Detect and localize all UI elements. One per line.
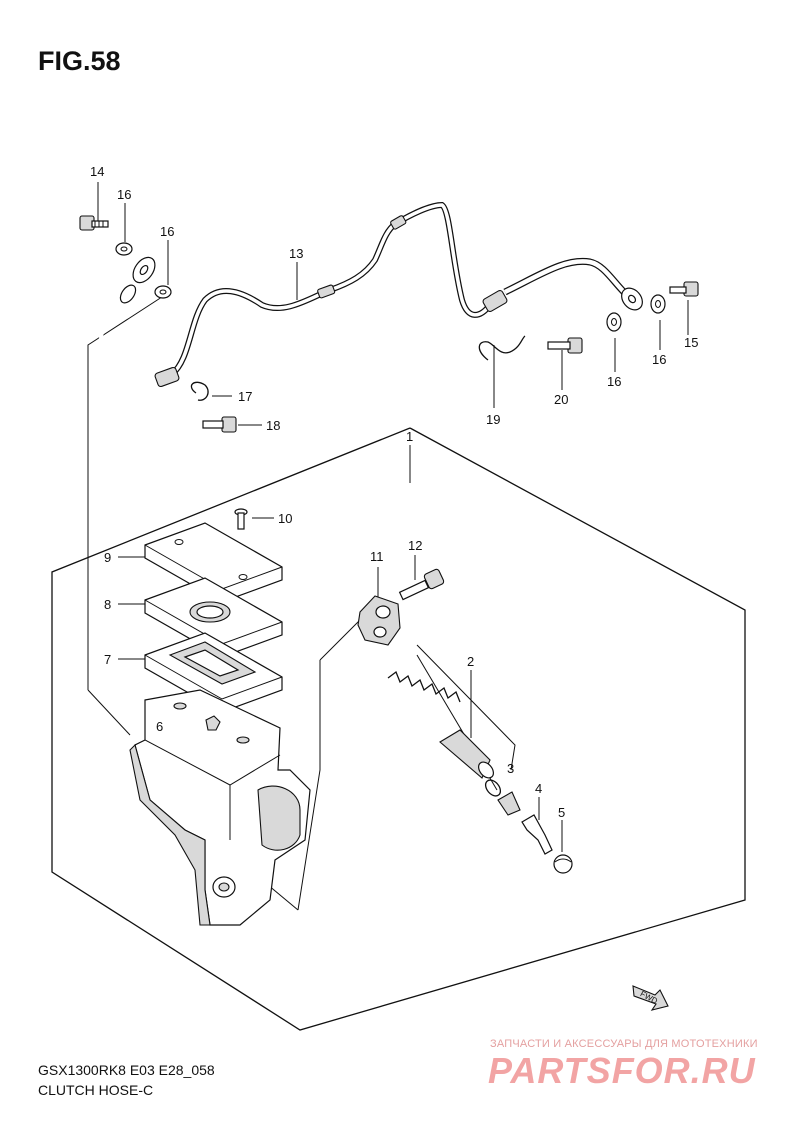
callout-2: 2 (467, 654, 474, 669)
washers-16 (115, 242, 666, 332)
banjo-bolt-14 (79, 215, 109, 231)
push-rod-4 (521, 814, 553, 855)
master-cylinder-body (129, 689, 311, 926)
push-rod-boot (497, 791, 521, 816)
callout-12: 12 (408, 538, 422, 553)
leader-lines (87, 182, 689, 911)
bracket-11 (357, 595, 401, 646)
assembly-outline (51, 427, 746, 1031)
callout-16-a: 16 (117, 187, 131, 202)
callout-18: 18 (266, 418, 280, 433)
clutch-hose-13 (96, 201, 643, 398)
spring (387, 670, 461, 703)
callout-8: 8 (104, 597, 111, 612)
callout-15: 15 (684, 335, 698, 350)
callout-20: 20 (554, 392, 568, 407)
callout-7: 7 (104, 652, 111, 667)
callout-19: 19 (486, 412, 500, 427)
fwd-arrow: FWD (632, 985, 669, 1011)
screw-6 (205, 715, 221, 731)
callout-10: 10 (278, 511, 292, 526)
callout-16-d: 16 (607, 374, 621, 389)
watermark-caption: ЗАПЧАСТИ И АКСЕССУАРЫ ДЛЯ МОТОТЕХНИКИ (490, 1038, 758, 1050)
callout-11: 11 (370, 549, 384, 564)
callout-3: 3 (507, 761, 514, 776)
circlip-3 (484, 779, 502, 797)
clamp-17 (190, 381, 209, 401)
piston-2 (439, 729, 494, 779)
bolt-20 (547, 337, 583, 354)
model-code: GSX1300RK8 E03 E28_058 (38, 1062, 215, 1078)
watermark-logo: PARTSFOR.RU (488, 1050, 756, 1091)
callout-16-b: 16 (160, 224, 174, 239)
clamp-19 (478, 335, 526, 361)
callout-17: 17 (238, 389, 252, 404)
cap-5 (553, 854, 573, 874)
callout-5: 5 (558, 805, 565, 820)
screw-10 (234, 508, 248, 530)
callout-16-c: 16 (652, 352, 666, 367)
callout-13: 13 (289, 246, 303, 261)
banjo-bolt-15 (669, 281, 699, 297)
reservoir-cap-9 (144, 522, 283, 603)
bolt-12 (398, 568, 445, 601)
callout-9: 9 (104, 550, 111, 565)
diaphragm-plate-8 (144, 577, 283, 658)
callout-4: 4 (535, 781, 542, 796)
callout-1: 1 (406, 429, 413, 444)
callout-14: 14 (90, 164, 104, 179)
section-name: CLUTCH HOSE-C (38, 1082, 154, 1098)
bolt-18 (202, 416, 237, 433)
callout-6: 6 (156, 719, 163, 734)
callouts: 1 2 3 4 5 6 7 8 9 10 11 12 13 14 15 16 1… (90, 164, 698, 820)
diaphragm-7 (144, 632, 283, 713)
figure-title: FIG.58 (38, 46, 121, 76)
